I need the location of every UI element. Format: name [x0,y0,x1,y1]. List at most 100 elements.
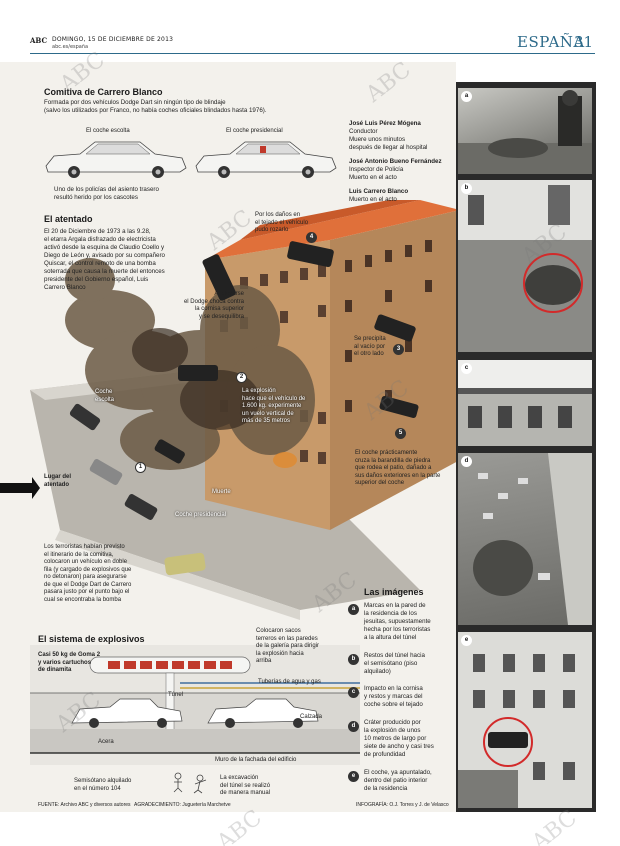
comitiva-subtitle-2: (salvo los utilizados por Franco, no hab… [44,107,267,114]
photo-b-scene [458,180,592,352]
body-line: el etarra Argala disfrazado de electrici… [44,236,156,243]
photo-letter: c [461,363,472,374]
body-line: Carrero Blanco [44,284,86,291]
comitiva-subtitle-1: Formada por dos vehículos Dodge Dart sin… [44,99,226,106]
annotation-line: al vacío por [354,343,386,350]
annotation-line: de la galería para dirigir [256,643,320,649]
annotation-line: no detonaron) para asegurarse [44,574,127,580]
annotation-line: cual se encontraba la bomba [44,596,122,603]
annotation-line: escolta [95,396,115,403]
footer-thanks: AGRADECIMIENTO: Juguetería Marchetve [134,802,231,808]
annotation-line: la cornisa superior [194,306,244,312]
marker-3: 3 [393,344,404,355]
annotation-line: terreros en las paredes [256,635,318,642]
marker-4: 4 [306,232,317,243]
occupant-detail: después de llegar al hospital [349,144,428,151]
atentado-body: El 20 de Diciembre de 1973 a las 9.28, e… [44,228,194,292]
annotation-line: Se precipita [354,336,386,342]
annotation-line: Semisótano alquilado [74,778,132,784]
escort-car-label: El coche escolta [86,128,130,134]
annotation-line: de manera manual [220,790,271,796]
digging-label: La excavación del túnel se realizó de ma… [220,775,270,798]
image-caption-a: a Marcas en la pared de la residencia de… [348,602,453,642]
annotation-terrorists-plan: Los terroristas habían previsto el itine… [44,544,174,604]
caption-line: 10 metros de largo por [364,735,427,742]
annotation-line: Casi 50 kg de Goma 2 [38,652,101,658]
photo-a-scene [458,90,592,174]
caption-line: de la residencia [364,785,408,792]
annotation-line: y varios cartuchos [38,659,92,666]
body-line: activó desde la esquina de Claudio Coell… [44,244,165,251]
annotation-line: que rodea el patio, dañado a [355,465,432,471]
occupant-detail: Inspector de Policía [349,166,404,173]
annotation-line: Lugar del [44,474,72,480]
annotation-murder: Muerte [212,489,231,495]
imagenes-title: Las imágenes [364,587,424,597]
caption-line: El coche, ya apuntalado, [364,769,432,776]
presidential-car-drawing [195,141,337,178]
footer-credit: INFOGRAFÍA: O.J. Torres y J. de Velasco [356,802,449,808]
digging-figures-icon [173,772,207,794]
page-header: ABC DOMINGO, 15 DE DICIEMBRE DE 2013 abc… [0,0,620,56]
annotation-line: Al elevarse [214,291,244,297]
wall-label: Muro de la fachada del edificio [215,757,297,763]
annotation-line: el itinerario de la comitiva, [44,551,114,558]
annotation-line: Por los daños en [255,212,301,218]
body-line: El 20 de Diciembre de 1973 a las 9.28, [44,228,151,235]
annotation-line: pasara justo por el punto bajo el [44,589,130,595]
photo-c-scene [458,360,592,446]
annotation-line: de que el Dodge Dart de Carrero [44,581,132,588]
occupant-detail: Muerto en el acto [349,174,397,181]
body-line: Quiscar, el control remoto de una bomba [44,260,156,267]
annotation-attack-place: Lugar del atentado [44,474,71,489]
caption-line: siete de ancho y casi tres [364,743,434,750]
annotation-line: y se desequilibra [198,313,244,320]
photo-letter: d [461,456,472,467]
header-rule [30,53,595,54]
annotation-line: el otro lado [354,351,384,357]
caption-letter: e [348,771,359,782]
occupant-detail: Muere unos minutos [349,136,406,143]
caption-line: hecha por los terroristas [364,626,431,633]
photo-d: d [458,453,592,625]
footer-source: FUENTE: Archivo ABC y diversos autores [38,802,131,808]
sidewalk-label: Acera [98,739,114,745]
caption-line: dentro del patio interior [364,777,428,784]
annotation-line: del túnel se realizó [220,782,271,789]
caption-line: la residencia de los [364,610,417,617]
annotation-line: arriba [256,658,272,664]
occupant-detail: Conductor [349,128,378,135]
photo-letter: a [461,91,472,102]
annotation-line: hace que el vehículo de [242,395,306,402]
escort-note-2: resultó herido por los cascotes [54,194,138,201]
annotation-line: colocaron un vehículo en doble [44,559,128,565]
body-line: soterrada que causa la muerte del entonc… [44,268,165,275]
annotation-line: Los terroristas habían previsto [44,544,125,550]
presidential-car-label: El coche presidencial [226,128,283,134]
tunnel-cross-section [30,645,360,765]
annotation-line: en el número 104 [74,785,121,792]
caption-line: Impacto en la cornisa [364,685,423,692]
caption-letter: b [348,654,359,665]
caption-letter: a [348,604,359,615]
caption-line: el semisótano (piso [364,660,418,667]
annotation-line: el tejado el vehículo [255,219,309,226]
marker-1: 1 [135,462,146,473]
photo-letter: b [461,183,472,194]
annotation-line: fila (y cargado de explosivos que [44,566,132,573]
image-caption-c: c Impacto en la cornisa y restos y marca… [348,685,453,709]
annotation-line: cruza la barandilla de piedra [355,457,431,464]
annotation-line: la explosión hacia [256,650,304,657]
caption-line: y restos y marcas del [364,693,423,700]
caption-line: de profundidad [364,751,406,758]
explosivos-title: El sistema de explosivos [38,634,145,644]
caption-line: jesuitas, supuestamente [364,618,431,625]
annotation-line: un vuelo vertical de [242,410,294,417]
annotation-line: La explosión [242,388,276,394]
occupant-detail: Muerto en el acto [349,196,397,203]
annotation-line: el Dodge choca contra [183,298,244,305]
image-caption-d: d Cráter producido por la explosión de u… [348,719,453,759]
body-line: Diego de León y, avisado por su compañer… [44,252,165,259]
body-line: presidente del Gobierno español, Luis [44,276,149,283]
annotation-line: La excavación [220,775,259,781]
